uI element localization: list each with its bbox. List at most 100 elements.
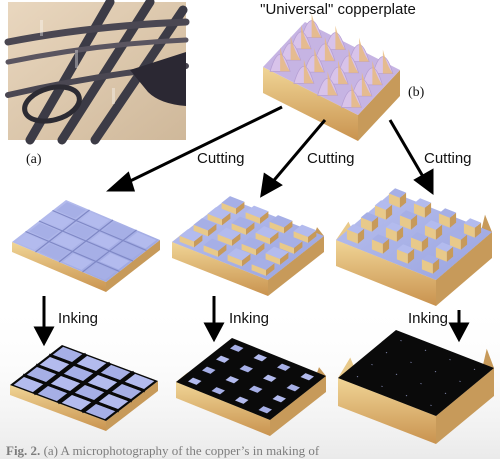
plate-cell [263,374,277,382]
plate-cell [258,406,272,414]
plate-cell [293,224,317,237]
groove-line [38,220,134,262]
plate-cell [13,376,44,393]
plate-side-front [172,242,268,296]
cell-side [357,228,365,244]
plate-cell [385,222,404,232]
plate-peak-shade [301,24,312,49]
plate-peak-shade [348,48,359,73]
microphotograph [4,0,190,145]
cell-side [308,230,317,243]
cell-side [269,221,284,234]
cell-side [207,213,222,226]
cell-side [194,234,203,248]
plate-peak-shade [290,36,301,61]
plate-cell [42,212,73,229]
cell-side [255,232,270,245]
plate-side-front [12,242,106,292]
plate-side-right [268,236,324,296]
plate-peak-shade [372,60,383,85]
plate-cell [400,340,402,342]
cell-side [421,236,429,252]
inked-plate-medium [176,338,326,436]
cell-side [463,223,475,238]
cutting-arrows [106,105,434,198]
cell-side [193,224,208,237]
cell-side [399,192,407,208]
plate-side-right [436,232,492,306]
plate-cell [388,188,407,198]
plate-cell [61,394,92,411]
cutting-label-right: Cutting [424,150,472,167]
plate-cell [434,371,437,373]
plate-peak-shade [338,60,349,85]
plate-cell [421,254,440,264]
groove-line [82,229,137,273]
plate-cell [424,220,443,230]
plate-cell [79,212,110,229]
plate-cell [438,208,457,218]
cutting-label-left: Cutting [197,150,245,167]
cell-side [265,253,280,265]
plate-cell [395,373,398,375]
plate-cell [356,376,359,378]
plate-cell [399,210,418,220]
plate-cell [74,384,105,401]
plate-cell [449,359,451,361]
plate-cell [279,235,303,248]
cut-plate-shallow [12,200,160,292]
inking-label-left: Inking [58,310,98,327]
figure-title: "Universal" copperplate [260,1,416,18]
cell-side [449,212,457,228]
caption-prefix: Fig. 2. [6,443,41,458]
plate-cell [63,365,94,382]
plate-side-right [106,381,158,431]
plate-cell [126,232,157,249]
cell-side [284,220,293,234]
cell-side [424,225,436,240]
cell-side [432,258,440,274]
plate-cell [424,349,427,351]
plate-cell [15,233,46,250]
plate-cell [473,368,476,370]
cell-side [396,226,404,242]
cell-side [410,237,422,252]
plate-cell [103,222,133,239]
plate-cell [371,234,390,244]
plate-cell [188,377,202,385]
plate-peak-shade [303,59,314,84]
plate-cell [463,218,482,228]
cell-side [385,227,397,242]
plate-cell [405,395,408,397]
plate-side-right [358,70,400,141]
plate-cell [413,198,432,208]
cell-side [294,241,303,254]
cell-side [449,235,461,250]
plate-cell [265,246,289,259]
plate-cell [360,212,379,222]
cell-side [236,201,245,215]
plate-cell [396,244,415,254]
groove-line [35,363,133,403]
plate-cell [286,384,300,392]
caption-text: (a) A microphotography of the copper’s i… [43,443,320,458]
plate-cell [449,230,468,240]
plate-cell [56,202,86,219]
plate-cell [37,385,68,402]
cut-plate-medium [172,196,324,296]
plate-cell [203,238,227,251]
plate-top-surface [176,338,326,420]
cut-plate-deep [336,188,492,306]
cell-side [374,205,386,220]
plate-cell [221,196,245,209]
plate-cell [385,352,388,354]
plate-cell [430,404,432,406]
plate-peak-shade [311,13,322,38]
plate-peak-shade [382,49,393,74]
cell-side [293,231,308,243]
cell-side [218,244,227,257]
cell-side [208,223,217,237]
plate-cell [410,361,412,363]
plate-cell [113,242,143,259]
